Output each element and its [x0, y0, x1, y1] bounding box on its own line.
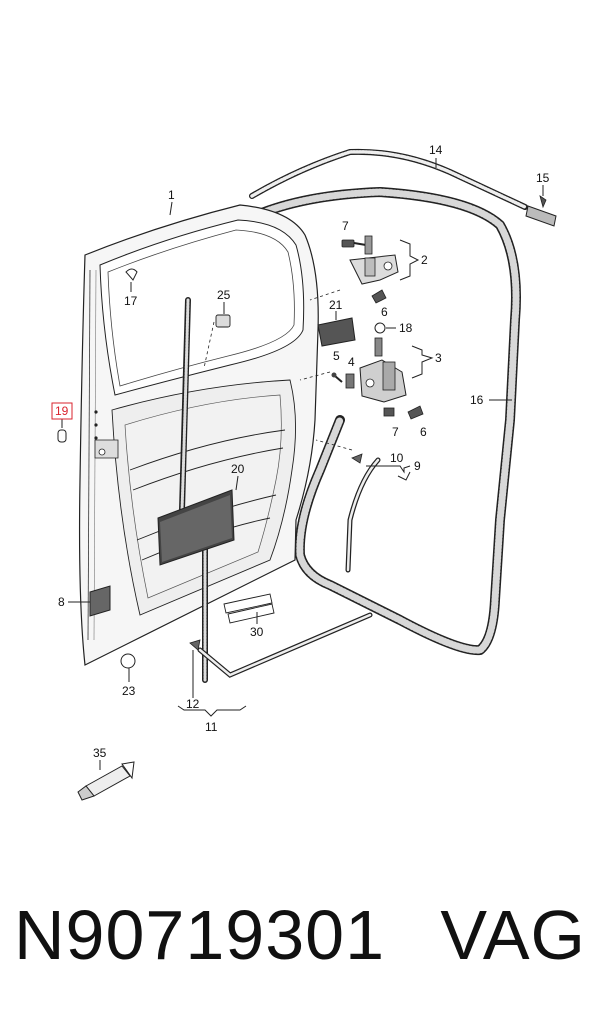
roof-seal-14[interactable] — [249, 148, 528, 210]
callout-9: 9 — [414, 459, 421, 473]
callout-19-highlight — [51, 402, 73, 420]
clip-10[interactable] — [351, 453, 363, 464]
window-guide-rail[interactable] — [178, 297, 208, 683]
callout-15: 15 — [536, 171, 550, 185]
part-number: N90719301 — [14, 896, 385, 974]
door-seal-16[interactable] — [245, 187, 521, 656]
bolt-6b[interactable] — [407, 405, 424, 420]
callout-11: 11 — [205, 720, 218, 734]
clip-17[interactable] — [125, 268, 138, 281]
callout-2: 2 — [421, 253, 428, 267]
cap-18[interactable] — [374, 322, 386, 334]
lower-hinge-3[interactable] — [359, 359, 407, 403]
callout-25: 25 — [217, 288, 231, 302]
callout-14: 14 — [429, 143, 443, 157]
bolt-7b[interactable] — [383, 407, 395, 417]
clip-12[interactable] — [189, 639, 201, 651]
bolt-7a[interactable] — [341, 239, 367, 248]
callout-35: 35 — [93, 746, 107, 760]
pad-21[interactable] — [317, 317, 356, 347]
plug-19[interactable] — [57, 429, 67, 443]
callout-19: 19 — [55, 404, 69, 418]
bolt-upper[interactable] — [364, 235, 373, 255]
brand-name: VAG — [440, 896, 586, 974]
callout-4: 4 — [348, 355, 355, 369]
callout-8: 8 — [58, 595, 65, 609]
callout-7b: 7 — [392, 425, 399, 439]
callout-21: 21 — [329, 298, 343, 312]
callout-6b: 6 — [420, 425, 427, 439]
leader-lines — [61, 158, 544, 770]
callout-16: 16 — [470, 393, 484, 407]
bolt-6a[interactable] — [371, 289, 387, 304]
door-panel-1[interactable] — [78, 204, 319, 666]
lower-seal-11[interactable] — [197, 612, 373, 678]
clip-25[interactable] — [215, 314, 231, 328]
callout-10: 10 — [390, 451, 404, 465]
callout-17: 17 — [124, 294, 138, 308]
callout-5: 5 — [333, 349, 340, 363]
callout-12: 12 — [186, 697, 200, 711]
upper-hinge-2[interactable] — [349, 254, 399, 285]
callout-7a: 7 — [342, 219, 349, 233]
plug-23[interactable] — [120, 653, 136, 669]
label-plates-30[interactable] — [223, 593, 275, 624]
sound-pad-20[interactable] — [157, 489, 235, 566]
bolt-5[interactable] — [331, 372, 343, 383]
callout-18: 18 — [399, 321, 413, 335]
seal-segment-9[interactable] — [345, 457, 381, 573]
callout-30: 30 — [250, 625, 264, 639]
bolt-stack[interactable] — [374, 337, 383, 357]
callout-23: 23 — [122, 684, 136, 698]
callout-3: 3 — [435, 351, 442, 365]
end-cap-15[interactable] — [525, 195, 557, 227]
bolt-4[interactable] — [345, 373, 355, 389]
tube-35[interactable] — [77, 761, 135, 801]
callout-1: 1 — [168, 188, 175, 202]
vent-grille-8[interactable] — [89, 585, 111, 617]
callout-labels: 1 14 15 16 17 25 21 7 2 6 18 5 4 3 7 6 1… — [51, 143, 550, 760]
callout-6a: 6 — [381, 305, 388, 319]
callout-20: 20 — [231, 462, 245, 476]
